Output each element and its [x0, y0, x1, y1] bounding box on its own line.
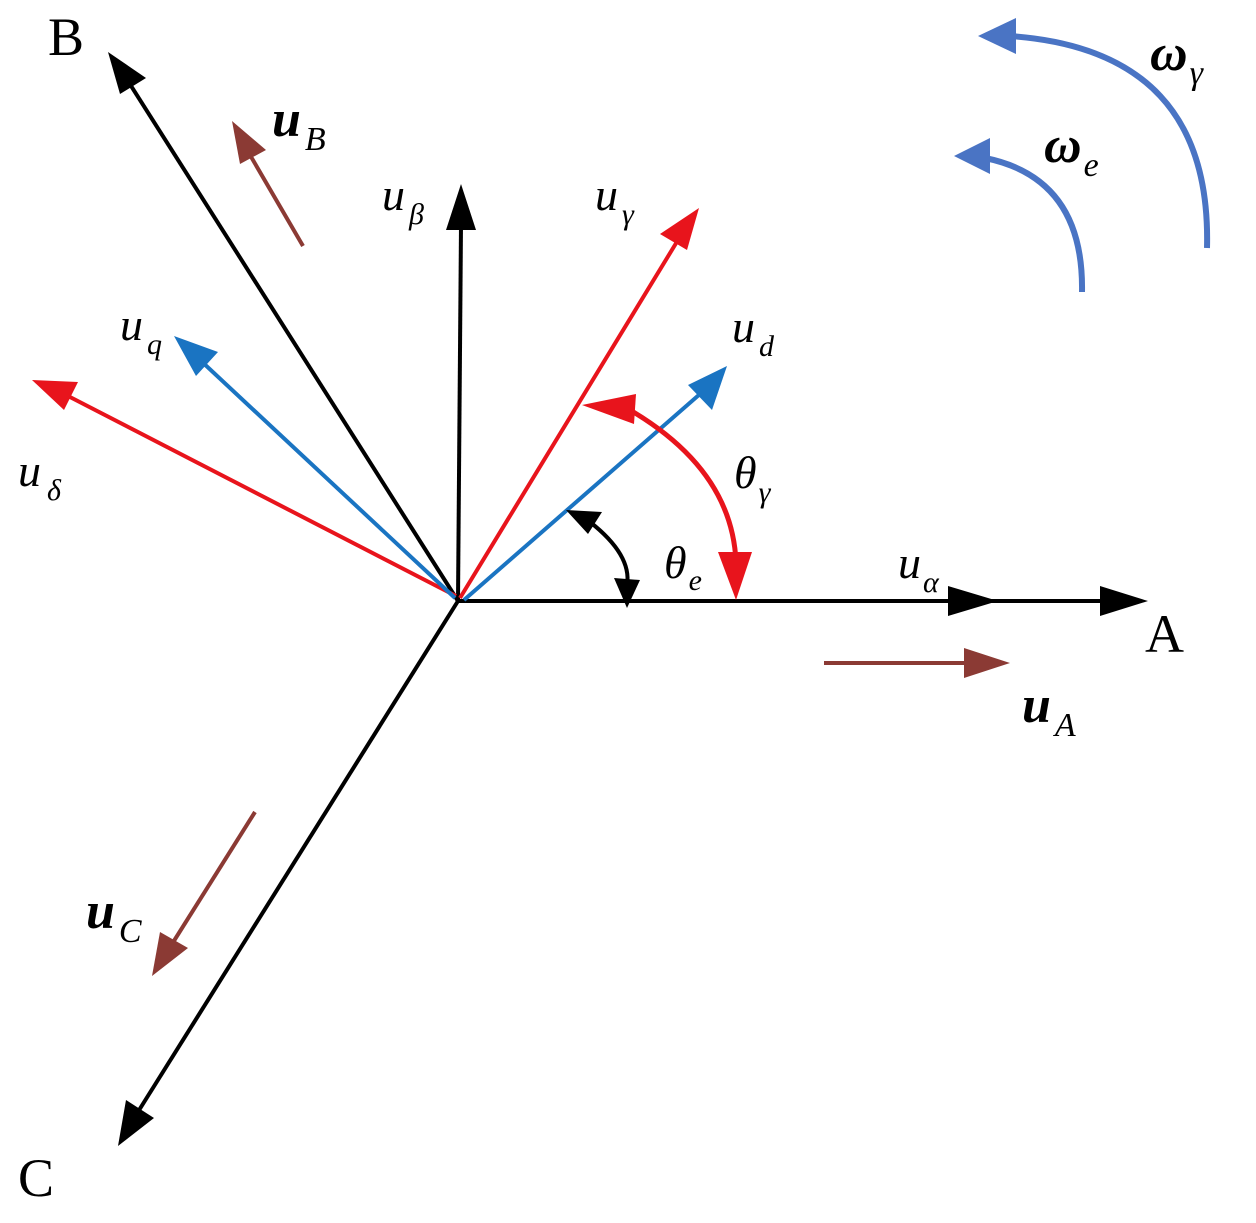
phase-arrows	[152, 121, 1010, 976]
black-axes	[108, 52, 1148, 1146]
u-q-arrowhead	[174, 336, 218, 376]
omega-e-arrowhead	[954, 138, 990, 174]
theta-gamma-label: θγ	[734, 447, 772, 509]
axis-b-arrowhead	[108, 52, 146, 94]
u-delta-arrowhead	[32, 380, 78, 410]
axis-a-label: A	[1145, 604, 1184, 664]
theta-e-label: θe	[664, 537, 702, 597]
red-axes	[32, 208, 699, 600]
blue-axes	[174, 336, 727, 602]
axis-c-label: C	[18, 1148, 54, 1208]
u-alpha-arrowhead	[948, 586, 998, 616]
u-c-arrowhead	[152, 932, 188, 976]
omega-e-arc	[984, 155, 1086, 293]
omega-e-label: ωe	[1044, 117, 1099, 184]
axis-c-line	[134, 599, 460, 1117]
theta-e-arrowhead-top	[566, 510, 602, 534]
theta-gamma-arrowhead-bottom	[718, 552, 752, 600]
angle-arcs	[566, 394, 752, 608]
axis-c-arrowhead	[118, 1100, 154, 1146]
theta-e-arrowhead-bottom	[614, 578, 640, 608]
u-gamma-arrowhead	[660, 208, 699, 250]
axis-b-line	[124, 76, 460, 603]
axis-a-arrowhead	[1100, 586, 1148, 616]
theta-gamma-arrowhead-top	[582, 394, 636, 424]
omega-gamma-arc	[1009, 33, 1211, 249]
omega-gamma-arrowhead	[978, 18, 1016, 54]
rotation-arrows	[954, 18, 1211, 293]
theta-e-arc	[588, 520, 630, 586]
u-delta-line	[67, 394, 457, 598]
omega-gamma-label: ωγ	[1150, 25, 1205, 92]
u-d-arrowhead	[688, 366, 727, 410]
u-gamma-line	[458, 238, 680, 600]
u-q-line	[198, 358, 457, 600]
u-beta-line	[456, 224, 463, 602]
theta-gamma-arc	[628, 407, 739, 563]
axis-b-label: B	[48, 7, 84, 67]
u-b-arrow-line	[248, 153, 305, 248]
u-beta-arrowhead	[446, 184, 476, 230]
u-alpha-label: uα	[898, 537, 940, 599]
u-c-arrow-line	[170, 810, 257, 946]
u-b-arrowhead	[232, 121, 266, 164]
u-a-arrowhead	[964, 648, 1010, 678]
